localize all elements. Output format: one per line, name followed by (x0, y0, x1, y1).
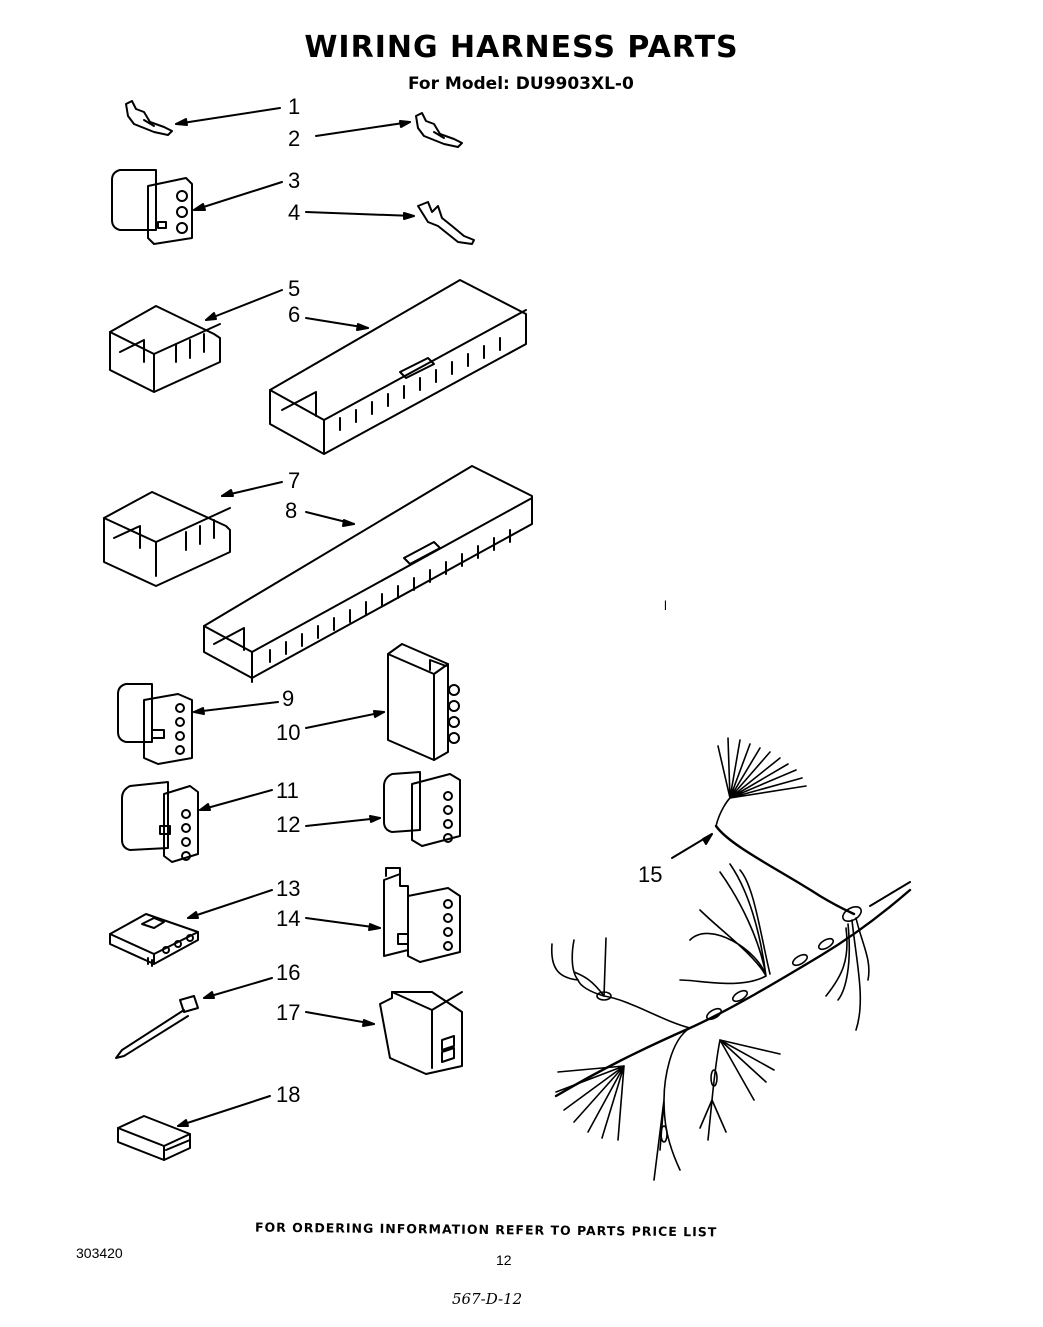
part-6-connector (269, 279, 527, 455)
callout-label-1: 1 (288, 94, 300, 119)
callout-5: 5 (205, 276, 300, 321)
model-subtitle: For Model: DU9903XL-0 (408, 74, 634, 94)
callout-label-3: 3 (288, 168, 300, 193)
callout-13: 13 (187, 876, 300, 919)
part-18-sleeve (117, 1115, 191, 1161)
part-3-connector (111, 169, 193, 245)
callout-label-9: 9 (282, 686, 294, 711)
callout-12: 12 (276, 812, 381, 837)
part-17-connector (379, 991, 463, 1075)
part-16-cable-tie (115, 995, 199, 1059)
callout-15: 15 (638, 833, 713, 887)
callout-label-8: 8 (285, 498, 297, 523)
callout-label-12: 12 (276, 812, 300, 837)
callout-1: 1 (175, 94, 300, 126)
part-14-connector (383, 867, 461, 963)
callout-7: 7 (221, 468, 300, 497)
callout-16: 16 (203, 960, 300, 999)
part-2-terminal (415, 112, 463, 148)
callout-label-16: 16 (276, 960, 300, 985)
part-1-terminal (125, 100, 173, 136)
part-11-connector (121, 781, 199, 863)
callout-label-5: 5 (288, 276, 300, 301)
callout-label-18: 18 (276, 1082, 300, 1107)
callout-label-6: 6 (288, 302, 300, 327)
part-8-connector (203, 465, 533, 683)
callout-9: 9 (193, 686, 294, 715)
callout-14: 14 (276, 906, 381, 931)
handwritten-note: 567-D-12 (452, 1290, 523, 1308)
callout-4: 4 (288, 200, 415, 225)
callout-18: 18 (177, 1082, 300, 1127)
page-title: WIRING HARNESS PARTS (304, 30, 739, 65)
callout-3: 3 (193, 168, 300, 211)
callout-label-15: 15 (638, 862, 662, 887)
part-10-connector (387, 643, 460, 761)
callout-label-2: 2 (288, 126, 300, 151)
callout-17: 17 (276, 1000, 375, 1027)
part-7-connector (103, 491, 231, 587)
callout-label-10: 10 (276, 720, 300, 745)
stray-mark: l (664, 598, 667, 613)
callout-10: 10 (276, 710, 385, 745)
part-4-terminal (417, 201, 475, 245)
part-9-connector (117, 683, 193, 765)
callout-11: 11 (199, 778, 299, 811)
callout-label-13: 13 (276, 876, 300, 901)
callout-2: 2 (288, 120, 411, 151)
part-13-clip (109, 913, 199, 967)
part-12-connector (383, 771, 461, 847)
callout-label-17: 17 (276, 1000, 300, 1025)
part-5-connector (109, 305, 221, 393)
callout-6: 6 (288, 302, 369, 331)
page-number: 12 (496, 1252, 512, 1268)
part-15-wiring-harness (551, 737, 912, 1181)
document-number: 303420 (76, 1245, 123, 1261)
callout-label-4: 4 (288, 200, 300, 225)
callout-label-7: 7 (288, 468, 300, 493)
callout-label-14: 14 (276, 906, 300, 931)
callout-8: 8 (285, 498, 355, 527)
callout-label-11: 11 (276, 778, 299, 803)
